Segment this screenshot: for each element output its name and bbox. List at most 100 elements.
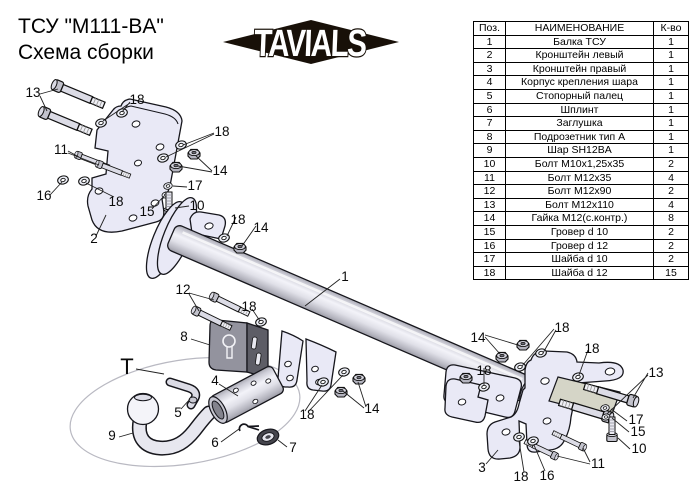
title-model: ТСУ "M111-BA" — [18, 15, 164, 38]
callout-11: 11 — [591, 456, 605, 471]
cell-qty: 4 — [653, 170, 689, 186]
nut-m12 — [459, 372, 473, 384]
cell-qty: 1 — [653, 34, 689, 50]
cell-pos: 5 — [473, 88, 506, 104]
cell-pos: 11 — [473, 170, 506, 186]
cell-qty: 1 — [653, 48, 689, 63]
part-cap — [256, 428, 280, 446]
part-cotter-pin — [238, 423, 260, 432]
header-qty: К-во — [653, 21, 689, 36]
table-row: 14 Гайка М12(с.контр.) 8 — [473, 211, 689, 226]
callout-14: 14 — [470, 330, 486, 345]
callout-18: 18 — [214, 124, 229, 139]
table-row: 18 Шайба d 12 15 — [473, 265, 689, 281]
cell-qty: 8 — [653, 211, 689, 226]
cell-pos: 18 — [473, 265, 506, 281]
callout-3: 3 — [478, 460, 486, 475]
callout-18: 18 — [513, 469, 528, 484]
callout-16: 16 — [36, 188, 51, 203]
cell-name: Шайба d 10 — [505, 252, 654, 267]
cell-name: Болт М10х1,25х35 — [505, 156, 654, 172]
cell-qty: 15 — [653, 265, 689, 281]
cell-qty: 2 — [653, 238, 689, 254]
table-row: 11 Болт М12х35 4 — [473, 170, 689, 186]
callout-18: 18 — [108, 194, 123, 209]
callout-17: 17 — [628, 412, 643, 427]
cell-name: Шайба d 12 — [505, 265, 654, 281]
part-ball-housing — [208, 365, 284, 424]
table-row: 15 Гровер d 10 2 — [473, 224, 689, 240]
parts-table-header-row: Поз. НАИМЕНОВАНИЕ К-во — [473, 21, 689, 36]
cell-qty: 1 — [653, 75, 689, 90]
cell-qty: 1 — [653, 102, 689, 118]
cell-pos: 13 — [473, 197, 506, 213]
table-row: 6 Шплинт 1 — [473, 102, 689, 118]
cell-name: Гровер d 10 — [505, 224, 654, 240]
callout-8: 8 — [180, 329, 188, 344]
callout-1: 1 — [341, 269, 349, 284]
cell-pos: 15 — [473, 224, 506, 240]
table-row: 12 Болт М12х90 2 — [473, 184, 689, 199]
part-socket-plate — [208, 319, 269, 379]
cell-qty: 2 — [653, 184, 689, 199]
cell-pos: 2 — [473, 48, 506, 63]
table-row: 1 Балка ТСУ 1 — [473, 34, 689, 50]
washer-d12 — [337, 366, 351, 378]
callout-9: 9 — [108, 428, 116, 443]
nut-m12 — [495, 351, 509, 363]
callout-12: 12 — [175, 282, 190, 297]
part-lock-pin — [165, 377, 201, 410]
cell-pos: 6 — [473, 102, 506, 118]
cell-name: Подрозетник тип А — [505, 129, 654, 145]
table-row: 7 Заглушка 1 — [473, 116, 689, 131]
cell-name: Кронштейн левый — [505, 48, 654, 63]
cell-pos: 7 — [473, 116, 506, 131]
cell-name: Балка ТСУ — [505, 34, 654, 50]
part-ball-sh12ba — [126, 392, 217, 456]
cell-pos: 10 — [473, 156, 506, 172]
callout-2: 2 — [90, 231, 98, 246]
table-row: 5 Стопорный палец 1 — [473, 88, 689, 104]
bolt-m12x110 — [49, 77, 107, 112]
cell-pos: 17 — [473, 252, 506, 267]
drawing-title: ТСУ "M111-BA" Схема сборки — [18, 14, 164, 65]
table-row: 4 Корпус крепления шара 1 — [473, 75, 689, 90]
table-row: 2 Кронштейн левый 1 — [473, 48, 689, 63]
cell-pos: 1 — [473, 34, 506, 50]
nut-m12 — [334, 386, 348, 398]
cell-pos: 9 — [473, 143, 506, 158]
table-row: 9 Шар SH12BA 1 — [473, 143, 689, 158]
callout-18: 18 — [129, 92, 144, 107]
cell-qty: 1 — [653, 129, 689, 145]
cell-pos: 4 — [473, 75, 506, 90]
cell-name: Болт М12х35 — [505, 170, 654, 186]
callout-detail-t: T — [120, 354, 133, 379]
cell-pos: 8 — [473, 129, 506, 145]
header-name: НАИМЕНОВАНИЕ — [505, 21, 654, 36]
callout-18: 18 — [584, 341, 599, 356]
callout-18: 18 — [230, 212, 245, 227]
cell-qty: 1 — [653, 116, 689, 131]
cell-qty: 1 — [653, 88, 689, 104]
cell-name: Заглушка — [505, 116, 654, 131]
cell-name: Кронштейн правый — [505, 61, 654, 77]
part-bracket-left — [86, 98, 183, 233]
callout-6: 6 — [211, 435, 219, 450]
callout-7: 7 — [289, 440, 297, 455]
table-row: 17 Шайба d 10 2 — [473, 252, 689, 267]
bolt-m12x110 — [36, 104, 94, 139]
cell-pos: 3 — [473, 61, 506, 77]
cell-qty: 1 — [653, 143, 689, 158]
cell-name: Гровер d 12 — [505, 238, 654, 254]
part-bracket-right — [486, 350, 624, 460]
cell-qty: 2 — [653, 224, 689, 240]
logo-text: TAVIALS — [253, 23, 367, 65]
callout-4: 4 — [211, 373, 219, 388]
callout-13: 13 — [648, 365, 663, 380]
table-row: 3 Кронштейн правый 1 — [473, 61, 689, 77]
cell-pos: 12 — [473, 184, 506, 199]
cell-qty: 4 — [653, 197, 689, 213]
cell-pos: 14 — [473, 211, 506, 226]
